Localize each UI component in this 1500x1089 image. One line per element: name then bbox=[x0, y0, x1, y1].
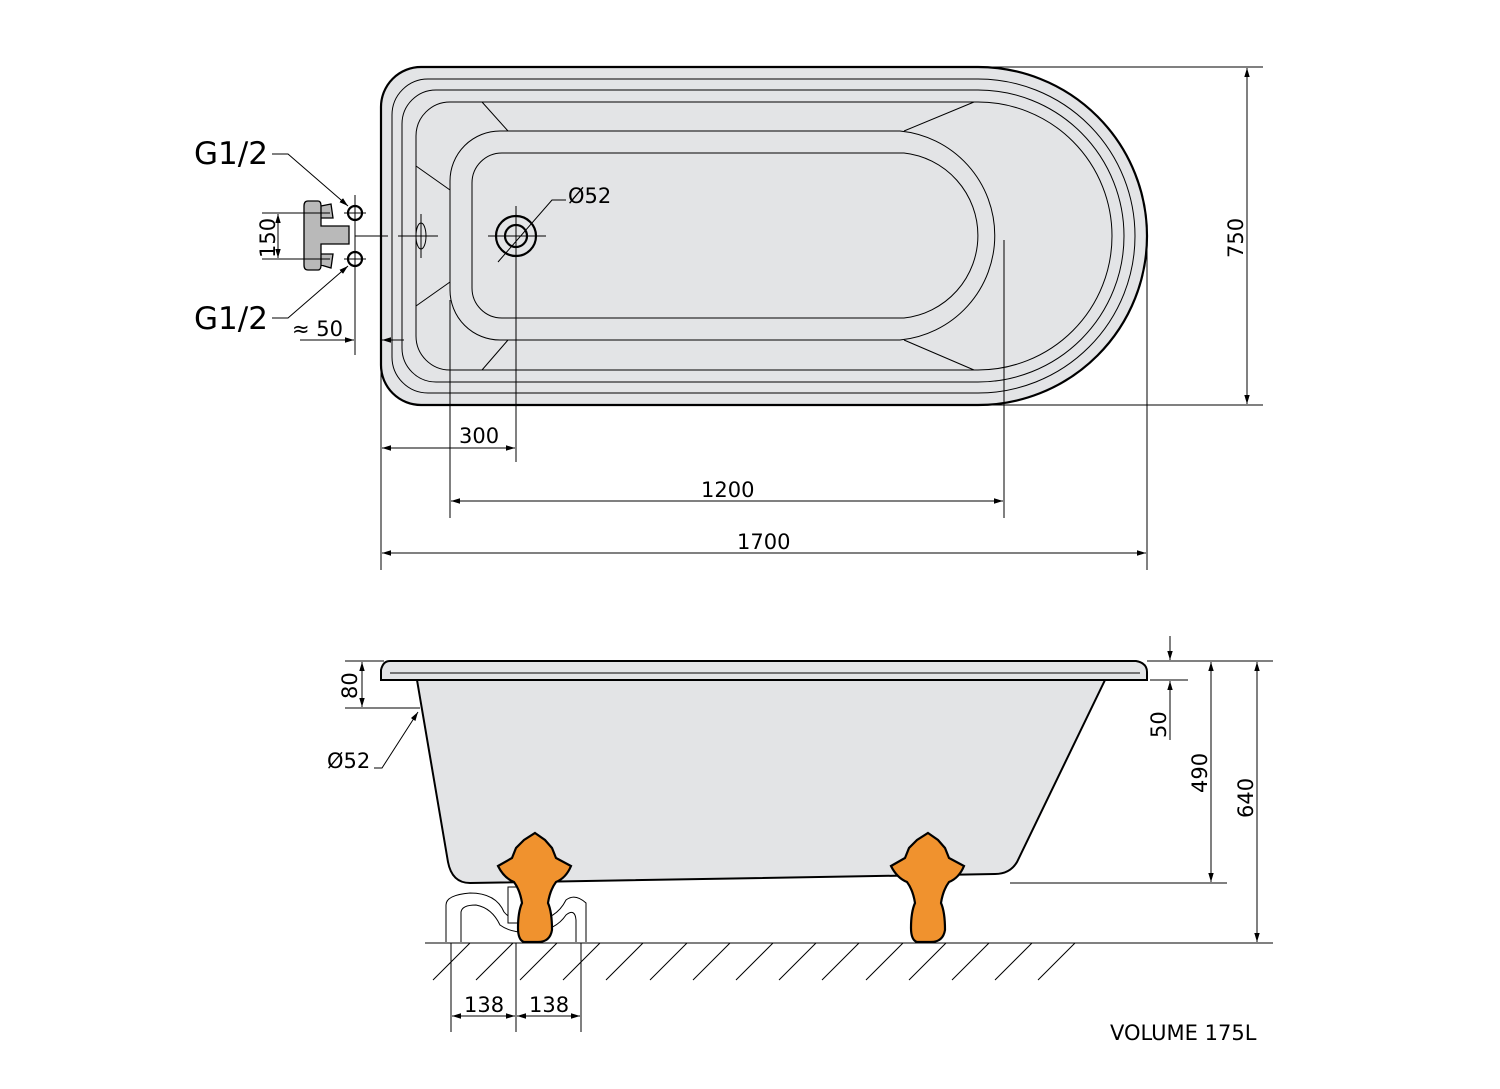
tub-body bbox=[415, 679, 1107, 885]
foot-left-icon bbox=[496, 831, 573, 944]
dim-foot-right: 138 bbox=[529, 993, 569, 1017]
volume-label: VOLUME 175L bbox=[1110, 1021, 1257, 1045]
drain-diameter-label: Ø52 bbox=[568, 184, 611, 208]
tap-offset-label: ≈ 50 bbox=[292, 317, 343, 341]
dim-total-length: 1700 bbox=[737, 530, 790, 554]
foot-right-icon bbox=[889, 831, 966, 944]
dim-rim-drain: 80 bbox=[338, 672, 362, 699]
tap-icon bbox=[303, 200, 350, 271]
dim-height: 640 bbox=[1234, 778, 1258, 818]
dim-width: 750 bbox=[1224, 218, 1248, 258]
dim-foot-left: 138 bbox=[464, 993, 504, 1017]
tap-spacing-label: 150 bbox=[256, 218, 280, 258]
dim-drain-position: 300 bbox=[459, 424, 499, 448]
connection-top-label: G1/2 bbox=[194, 136, 268, 172]
side-view: 138 138 80 Ø52 50 490 640 VOLUME 175L bbox=[327, 636, 1273, 1045]
top-view: Ø52 150 G1/2 G1/2 ≈ 50 300 1200 1700 750 bbox=[194, 65, 1263, 570]
dim-inner-length: 1200 bbox=[701, 478, 754, 502]
tub-rim bbox=[380, 660, 1148, 681]
overflow-diameter-label: Ø52 bbox=[327, 749, 370, 773]
dim-rim-step: 50 bbox=[1147, 711, 1171, 738]
dim-depth: 490 bbox=[1188, 753, 1212, 793]
connection-bottom-label: G1/2 bbox=[194, 301, 268, 337]
tub-outline-outer bbox=[379, 65, 1149, 407]
